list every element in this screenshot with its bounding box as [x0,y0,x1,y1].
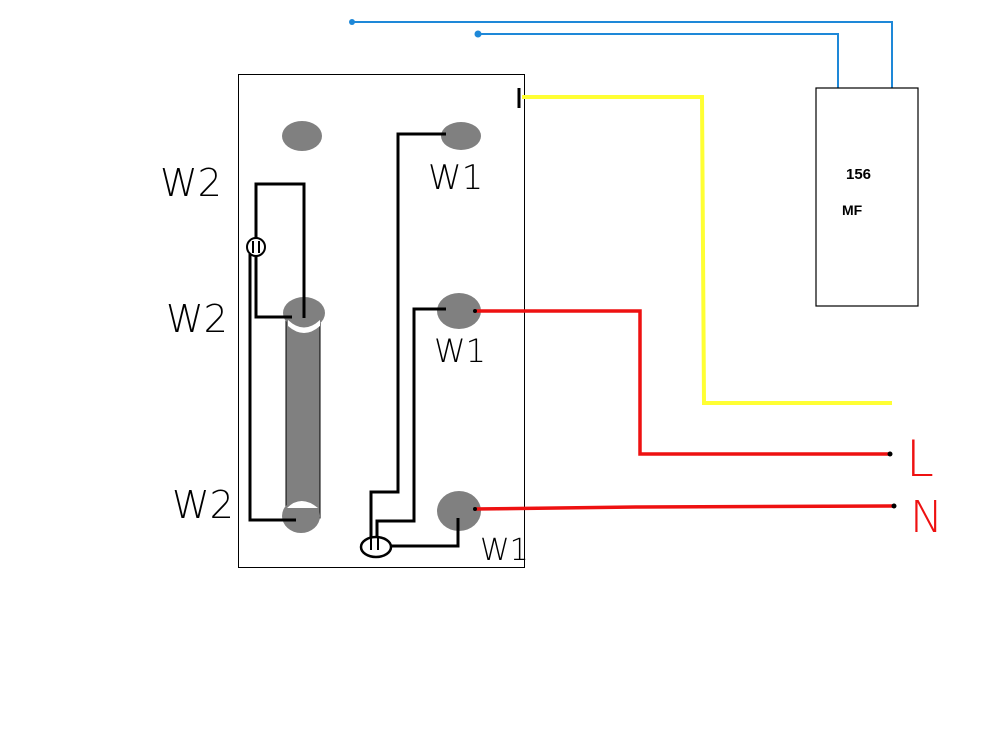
label-w1-bottom: W1 [480,533,529,568]
link-w1-top [369,132,446,540]
junction-w2 [246,237,266,257]
label-w2-bottom: W2 [172,483,234,527]
terminal-w2-top [282,121,322,151]
link-w2-top [254,182,306,318]
label-w2-top: W2 [160,161,222,205]
link-w2-mid [254,254,292,319]
w2-mid-notch [288,320,320,333]
label-neutral: N [910,492,943,543]
capacitor-lead-outer [352,21,893,90]
capacitor-lead-inner [478,33,839,90]
capacitor [815,87,919,307]
label-w1-mid: W1 [434,332,486,370]
link-w1-bottom [390,518,460,548]
neutral-wire [473,504,895,511]
winding-links [248,132,460,548]
capacitor-leads [352,21,893,90]
capacitor-unit: MF [842,202,863,218]
label-line: L [906,430,934,488]
capacitor-lead-end-outer [349,19,355,25]
capacitor-lead-end-inner [474,30,482,38]
capacitor-value: 156 [846,166,871,183]
w2-winding-bar [285,311,321,519]
terminal-w1-bottom [437,491,481,531]
terminal-w1-mid [437,293,481,329]
terminal-w1-bottom-dot [473,507,477,511]
line-wire [474,309,890,456]
link-w2-bottom [248,254,296,522]
link-w1-mid [375,307,446,540]
w2-bottom-notch [287,501,318,508]
label-w1-top: W1 [428,158,483,198]
terminal-w1-top [441,122,481,150]
neutral-wire-end [891,503,897,509]
line-wire-end [887,451,893,457]
terminal-board [238,74,525,568]
capacitor-wire [522,95,892,405]
label-w2-mid: W2 [166,297,228,341]
terminal-w1-mid-dot [473,309,477,313]
junction-w1 [359,535,393,559]
